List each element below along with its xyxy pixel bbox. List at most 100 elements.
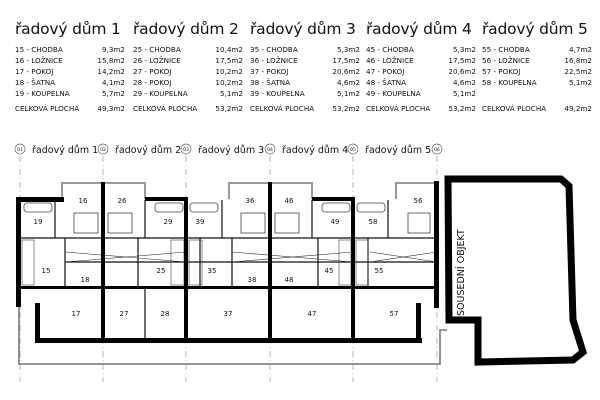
room-label: 55 - CHODBA [482,45,530,54]
room-label: 57 - POKOJ [482,67,521,76]
room-area: 4,7m2 [568,45,592,54]
room-number: 46 [285,197,294,205]
room-area: 5,3m2 [336,45,360,54]
room-number: 58 [369,218,378,226]
room-label: 16 - LOŽNICE [15,56,63,65]
room-row: 58 - KOUPELNA 5,1m2 [482,77,592,88]
room-label: 28 - POKOJ [133,78,172,87]
room-area: 10,2m2 [215,78,243,87]
room-label: 45 - CHODBA [366,45,414,54]
total-label: CELKOVÁ PLOCHA [15,104,80,113]
plan-house-label: řadový dům 1 [32,145,98,156]
room-area: 17,5m2 [332,56,360,65]
room-row: 17 - POKOJ 14,2m2 [15,66,125,77]
room-area: 4,6m2 [452,78,476,87]
room-row: 25 - CHODBA 10,4m2 [133,44,243,55]
room-label: 35 - CHODBA [250,45,298,54]
total-area: 53,2m2 [448,104,476,113]
room-number: 15 [42,267,51,275]
room-label: 58 - KOUPELNA [482,78,537,87]
room-area: 17,5m2 [448,56,476,65]
room-area: 14,2m2 [97,67,125,76]
room-label: 27 - POKOJ [133,67,172,76]
plan-house-label: řadový dům 5 [365,145,431,156]
room-number: 57 [390,310,399,318]
total-label: CELKOVÁ PLOCHA [482,104,547,113]
room-number: 18 [81,276,90,284]
room-row: 28 - POKOJ 10,2m2 [133,77,243,88]
room-area: 5,1m2 [336,89,360,98]
room-label: 18 - ŠATNA [15,78,56,87]
room-number: 29 [164,218,173,226]
room-number: 16 [79,197,88,205]
plan-house-label: řadový dům 3 [198,145,264,156]
room-label: 15 - CHODBA [15,45,63,54]
bathtubs [23,202,386,213]
axis-label: 02 [100,147,106,153]
room-label: 49 - KOUPELNA [366,89,421,98]
terrace-outline [18,305,447,365]
room-row: 19 - KOUPELNA 5,7m2 [15,88,125,99]
room-label: 25 - CHODBA [133,45,181,54]
room-area: 20,6m2 [448,67,476,76]
room-area: 5,1m2 [452,89,476,98]
room-number: 47 [308,310,317,318]
room-number: 36 [246,197,255,205]
room-row: 35 - CHODBA 5,3m2 [250,44,360,55]
axis-label: 04 [267,147,273,153]
room-label: 36 - LOŽNICE [250,56,298,65]
room-label: 17 - POKOJ [15,67,54,76]
room-number: 56 [414,197,423,205]
room-row: 55 - CHODBA 4,7m2 [482,44,592,55]
neighbor-label: SOUSEDNÍ OBJEKT [455,229,467,316]
room-area: 20,6m2 [332,67,360,76]
house-title: řadový dům 5 [482,20,588,38]
wardrobes [64,251,438,263]
total-label: CELKOVÁ PLOCHA [366,104,431,113]
room-label: 29 - KOUPELNA [133,89,188,98]
beds [73,212,431,234]
neighbor-building [444,175,588,366]
room-number: 25 [157,267,166,275]
room-area: 5,7m2 [101,89,125,98]
house-title: řadový dům 4 [366,20,472,38]
house-title: řadový dům 1 [15,20,121,38]
room-number: 38 [248,276,257,284]
room-number: 45 [325,267,334,275]
room-label: 48 - ŠATNA [366,78,407,87]
room-number: 19 [34,218,43,226]
axis-label: 03 [183,147,189,153]
room-number: 27 [120,310,129,318]
room-row: 26 - LOŽNICE 17,5m2 [133,55,243,66]
room-area: 17,5m2 [215,56,243,65]
total-area: 53,2m2 [332,104,360,113]
room-row: 37 - POKOJ 20,6m2 [250,66,360,77]
total-row: CELKOVÁ PLOCHA 53,2m2 [366,103,476,114]
room-label: 56 - LOŽNICE [482,56,530,65]
room-number: 55 [375,267,384,275]
room-row: 49 - KOUPELNA 5,1m2 [366,88,476,99]
room-label: 26 - LOŽNICE [133,56,181,65]
total-area: 53,2m2 [215,104,243,113]
room-number: 17 [72,310,81,318]
room-label: 37 - POKOJ [250,67,289,76]
room-row: 36 - LOŽNICE 17,5m2 [250,55,360,66]
room-row: 48 - ŠATNA 4,6m2 [366,77,476,88]
room-label: 19 - KOUPELNA [15,89,70,98]
room-area: 5,1m2 [568,78,592,87]
room-area: 10,4m2 [215,45,243,54]
